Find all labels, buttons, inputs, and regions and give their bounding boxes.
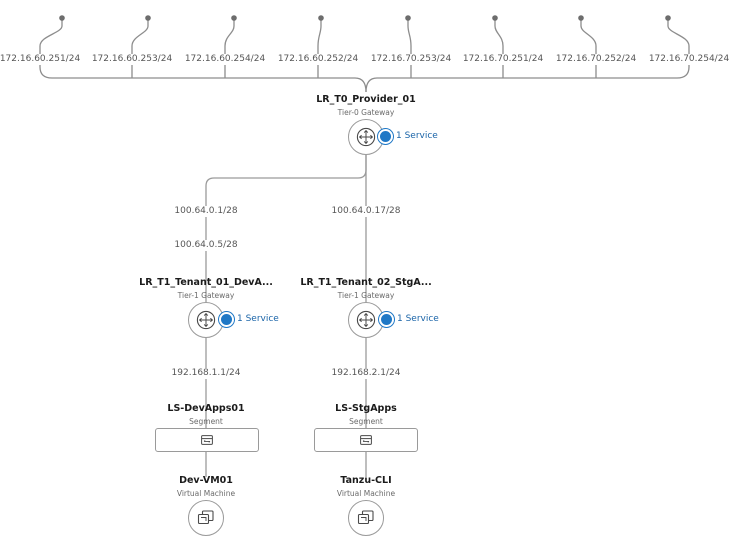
uplink-line-7 — [580, 18, 597, 78]
uplink-endpoint-5[interactable] — [405, 15, 411, 21]
segment-gateway-ip-2: 192.168.2.1/24 — [330, 368, 402, 379]
tier1-services-label-2[interactable]: 1 Service — [397, 314, 439, 324]
tier0-services-link[interactable]: 1 Service — [380, 131, 438, 142]
segment-switch-icon — [201, 435, 213, 445]
service-status-dot — [221, 314, 232, 325]
vm-name-2[interactable]: Tanzu-CLI — [340, 475, 392, 486]
tier1-gateway-name-2[interactable]: LR_T1_Tenant_02_StgA... — [300, 277, 432, 288]
uplink-line-3 — [224, 18, 235, 78]
tier1-services-link-1[interactable]: 1 Service — [221, 314, 279, 325]
uplink-endpoint-8[interactable] — [665, 15, 671, 21]
branch-1-t0-link-ip: 100.64.0.1/28 — [173, 206, 239, 217]
branch-2-t0-link-ip: 100.64.0.17/28 — [330, 206, 402, 217]
segment-type-2: Segment — [349, 417, 383, 426]
uplink-ip-label-1: 172.16.60.251/24 — [0, 54, 82, 65]
tier1-services-link-2[interactable]: 1 Service — [381, 314, 439, 325]
segment-node-1[interactable] — [155, 428, 259, 452]
uplink-ip-label-4: 172.16.60.252/24 — [276, 54, 360, 65]
tier0-services-label[interactable]: 1 Service — [396, 131, 438, 141]
uplink-line-5 — [407, 18, 412, 78]
vm-type-1: Virtual Machine — [176, 489, 236, 498]
uplink-ip-label-8: 172.16.70.254/24 — [647, 54, 730, 65]
uplink-ip-label-5: 172.16.70.253/24 — [369, 54, 453, 65]
uplink-line-2 — [131, 18, 149, 78]
vm-name-1[interactable]: Dev-VM01 — [179, 475, 233, 486]
segment-type-1: Segment — [189, 417, 223, 426]
branch-1-t1-link-ip: 100.64.0.5/28 — [173, 240, 239, 251]
uplink-endpoint-2[interactable] — [145, 15, 151, 21]
virtual-machine-icon — [197, 510, 214, 525]
tier1-gateway-type-1: Tier-1 Gateway — [177, 291, 235, 300]
uplink-line-4 — [317, 18, 322, 78]
vm-type-2: Virtual Machine — [336, 489, 396, 498]
segment-node-2[interactable] — [314, 428, 418, 452]
uplink-line-6 — [494, 18, 504, 78]
uplink-ip-label-6: 172.16.70.251/24 — [461, 54, 545, 65]
tier1-gateway-name-1[interactable]: LR_T1_Tenant_01_DevA... — [139, 277, 273, 288]
uplink-endpoint-1[interactable] — [59, 15, 65, 21]
tier0-gateway-node[interactable] — [348, 119, 384, 155]
segment-name-2[interactable]: LS-StgApps — [335, 403, 397, 414]
service-status-dot — [380, 131, 391, 142]
uplink-line-8 — [365, 18, 690, 93]
uplink-endpoint-7[interactable] — [578, 15, 584, 21]
segment-name-1[interactable]: LS-DevApps01 — [167, 403, 245, 414]
downlink-lines — [205, 155, 367, 477]
tier0-gateway-type: Tier-0 Gateway — [337, 108, 395, 117]
tier1-services-label-1[interactable]: 1 Service — [237, 314, 279, 324]
service-status-dot — [381, 314, 392, 325]
vm-node-2[interactable] — [348, 500, 384, 536]
gateway-router-icon — [356, 127, 376, 147]
uplink-line-1 — [39, 18, 367, 93]
segment-switch-icon — [360, 435, 372, 445]
uplink-endpoint-4[interactable] — [318, 15, 324, 21]
tier1-gateway-node-1[interactable] — [188, 302, 224, 338]
uplink-endpoint-3[interactable] — [231, 15, 237, 21]
uplink-ip-label-3: 172.16.60.254/24 — [183, 54, 267, 65]
tier1-gateway-node-2[interactable] — [348, 302, 384, 338]
uplink-endpoints — [59, 15, 671, 21]
vm-node-1[interactable] — [188, 500, 224, 536]
tier1-gateway-type-2: Tier-1 Gateway — [337, 291, 395, 300]
gateway-router-icon — [196, 310, 216, 330]
tier0-gateway-name[interactable]: LR_T0_Provider_01 — [316, 94, 416, 105]
uplink-endpoint-6[interactable] — [492, 15, 498, 21]
uplink-ip-label-7: 172.16.70.252/24 — [554, 54, 638, 65]
uplink-ip-label-2: 172.16.60.253/24 — [90, 54, 174, 65]
uplink-lines — [39, 18, 690, 93]
gateway-router-icon — [356, 310, 376, 330]
virtual-machine-icon — [357, 510, 374, 525]
segment-gateway-ip-1: 192.168.1.1/24 — [170, 368, 242, 379]
